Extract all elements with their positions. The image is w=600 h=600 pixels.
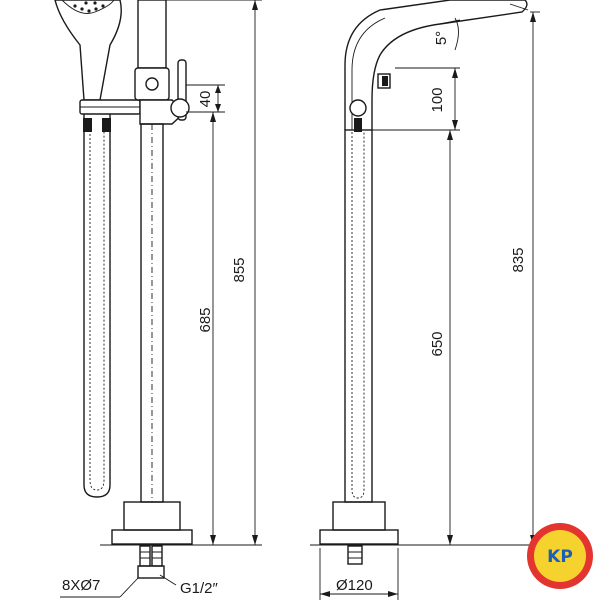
spout	[344, 0, 529, 130]
hose-count-label: 8XØ7	[62, 577, 100, 594]
dim-5-degree-label: 5°	[433, 31, 450, 45]
logo-text: KP	[547, 547, 573, 567]
hand-shower	[54, 0, 141, 115]
side-view: 835 650 100 5° Ø120	[310, 0, 540, 600]
brand-logo: KP	[527, 523, 593, 589]
dim-855-label: 855	[231, 257, 248, 282]
front-view: 855 685 40 8XØ7 G1/2″	[54, 0, 262, 598]
side-base	[310, 501, 410, 565]
dim-650-label: 650	[429, 331, 446, 356]
mixer-lever	[170, 59, 190, 121]
dim-100-label: 100	[429, 87, 446, 112]
front-dimensions	[60, 0, 262, 598]
dim-835-label: 835	[510, 247, 527, 272]
shower-hose	[83, 114, 111, 498]
base	[100, 501, 200, 579]
side-column	[344, 129, 373, 503]
dim-40-label: 40	[197, 91, 214, 108]
dim-120-label: Ø120	[336, 577, 373, 594]
dim-685-label: 685	[197, 307, 214, 332]
diverter-knob	[349, 73, 391, 132]
thread-label: G1/2″	[180, 580, 219, 597]
